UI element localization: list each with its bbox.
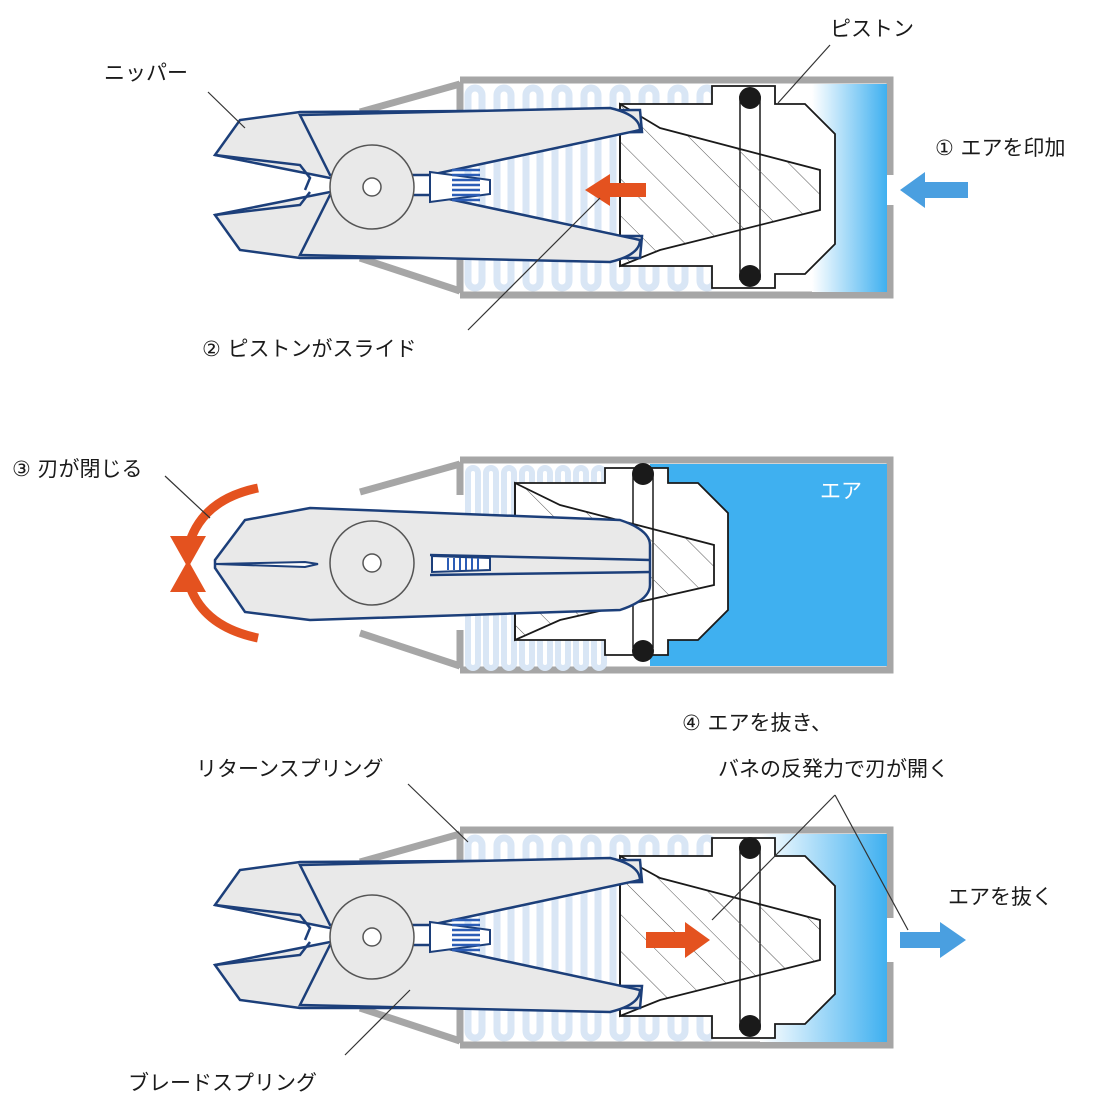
blade-spring-label: ブレードスプリング [128,1071,317,1095]
air-label: エア [820,479,862,503]
nipper-label: ニッパー [104,61,188,85]
return-spring-label: リターンスプリング [196,757,384,781]
panel-2-blades-closed: ③ 刃が閉じる エア [12,456,894,674]
piston-label: ピストン [830,17,914,41]
panel-1-air-applied: ニッパー ピストン ① エアを印加 ② ピストンがスライド [104,17,1066,361]
step3-label: ③ 刃が閉じる [12,457,143,481]
step1-label: ① エアを印加 [935,136,1066,160]
step2-label: ② ピストンがスライド [202,337,417,361]
step4-line1-label: ④ エアを抜き、 [682,711,832,735]
panel-3-air-released: ④ エアを抜き、 バネの反発力で刃が開く リターンスプリング エアを抜く ブレー… [128,711,1053,1095]
step4-line2-label: バネの反発力で刃が開く [718,757,949,781]
remove-air-label: エアを抜く [948,885,1053,909]
